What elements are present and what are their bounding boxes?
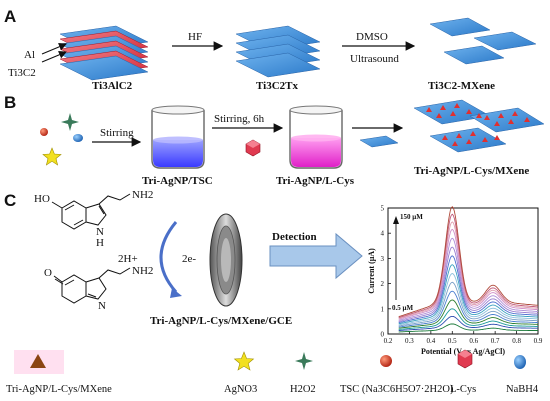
y-tick-label: 3 — [381, 255, 385, 263]
nh2-bottom-label: NH2 — [132, 265, 153, 277]
hf-label: HF — [188, 31, 202, 43]
triangle-icon — [30, 354, 46, 368]
x-tick-label: 0.7 — [491, 337, 500, 345]
legend-label-agno3: AgNO3 — [224, 384, 257, 395]
h-label: H — [96, 237, 104, 249]
dpv-curve-10 — [398, 246, 539, 322]
legend-blue-sphere-icon — [514, 355, 526, 369]
stirring-label: Stirring — [100, 127, 134, 139]
gce-electrode — [209, 213, 243, 307]
beaker-tsc — [151, 105, 205, 169]
tsc-label: Tri-AgNP/TSC — [142, 175, 213, 187]
redox-curve-arrow — [159, 221, 178, 293]
red-gem-icon — [245, 139, 261, 157]
legend-label-h2o2: H2O2 — [290, 384, 316, 395]
legend-label-tsc: TSC (Na3C6H5O7·2H2O) — [340, 384, 454, 395]
legend-sparkle-star-icon — [295, 352, 313, 370]
o-label: O — [44, 267, 52, 279]
dpv-curve-3 — [398, 308, 538, 330]
ultrasound-label: Ultrasound — [350, 53, 399, 65]
oxidized-product-structure — [53, 267, 131, 304]
electron-label: 2e- — [182, 253, 196, 265]
ti3c2tx-stack — [235, 25, 321, 78]
x-tick-label: 0.9 — [534, 337, 543, 345]
stirring6h-label: Stirring, 6h — [214, 113, 265, 125]
blue-sphere-icon — [73, 134, 83, 142]
beaker-lcys — [289, 105, 343, 169]
legend: Tri-AgNP/L-Cys/MXene AgNO3 H2O2 TSC (Na3… — [6, 349, 539, 395]
mxene-flakes — [429, 17, 537, 65]
legend-label-nabh4: NaBH4 — [506, 384, 539, 395]
dpv-curve-15 — [398, 206, 539, 318]
al-label: Al — [24, 49, 35, 61]
legend-star-icon — [233, 351, 255, 371]
x-tick-label: 0.8 — [512, 337, 521, 345]
proton-label: 2H+ — [118, 253, 138, 265]
concentration-arrowhead — [393, 216, 399, 224]
detection-arrow — [269, 232, 363, 280]
dpv-curve-2 — [398, 315, 539, 331]
composite-flakes — [413, 99, 545, 153]
sparkle-star-icon — [61, 113, 79, 131]
oh-label: HO — [34, 193, 50, 205]
panel-b-letter: B — [4, 93, 16, 112]
annotation-low: 0.5 μM — [392, 304, 413, 312]
x-tick-label: 0.6 — [469, 337, 478, 345]
dpv-curve-9 — [398, 255, 539, 324]
lcys-label: Tri-AgNP/L-Cys — [276, 175, 355, 187]
y-tick-label: 0 — [381, 331, 385, 339]
electrode-label: Tri-AgNP/L-Cys/MXene/GCE — [150, 315, 292, 327]
dpv-curve-14 — [398, 213, 538, 319]
dpv-curve-1 — [398, 323, 539, 333]
dpv-curve-13 — [398, 221, 539, 319]
n-label: N — [98, 300, 106, 312]
mxene-flake-small — [359, 135, 399, 148]
y-axis-label: Current (μA) — [367, 248, 376, 294]
legend-label-composite: Tri-AgNP/L-Cys/MXene — [6, 384, 112, 395]
dpv-curve-6 — [398, 281, 538, 327]
ti3c2tx-label: Ti3C2Tx — [256, 80, 298, 92]
dpv-curve-4 — [398, 299, 539, 329]
legend-red-gem-icon — [457, 349, 473, 369]
x-tick-label: 0.4 — [426, 337, 435, 345]
red-sphere-icon — [40, 128, 48, 136]
serotonin-structure — [51, 193, 131, 230]
dpv-curve-8 — [398, 264, 538, 325]
y-tick-label: 4 — [381, 230, 385, 238]
panel-c-letter: C — [4, 191, 16, 210]
annotation-high: 150 μM — [400, 213, 423, 221]
composite-label: Tri-AgNP/L-Cys/MXene — [414, 165, 529, 177]
nh2-top-label: NH2 — [132, 189, 153, 201]
dpv-curve-5 — [398, 290, 538, 328]
y-tick-label: 2 — [381, 280, 385, 288]
legend-red-sphere-icon — [380, 355, 392, 367]
ti3c2-label: Ti3C2 — [8, 67, 36, 79]
nh-label: N — [96, 226, 104, 238]
dpv-curve-12 — [398, 228, 539, 320]
dpv-curve-11 — [398, 237, 538, 321]
panel-a-letter: A — [4, 7, 16, 26]
legend-label-lcys: L-Cys — [450, 384, 476, 395]
mxene-label: Ti3C2-MXene — [428, 80, 495, 92]
dmso-label: DMSO — [356, 31, 388, 43]
x-tick-label: 0.2 — [384, 337, 393, 345]
y-tick-label: 1 — [381, 305, 385, 313]
x-tick-label: 0.3 — [405, 337, 414, 345]
ti3alc2-stack — [59, 25, 149, 81]
y-tick-label: 5 — [381, 205, 385, 213]
x-tick-label: 0.5 — [448, 337, 457, 345]
detection-label: Detection — [272, 231, 317, 243]
dpv-curve-7 — [398, 272, 539, 326]
star-icon — [42, 147, 62, 166]
ti3alc2-label: Ti3AlC2 — [92, 80, 133, 92]
